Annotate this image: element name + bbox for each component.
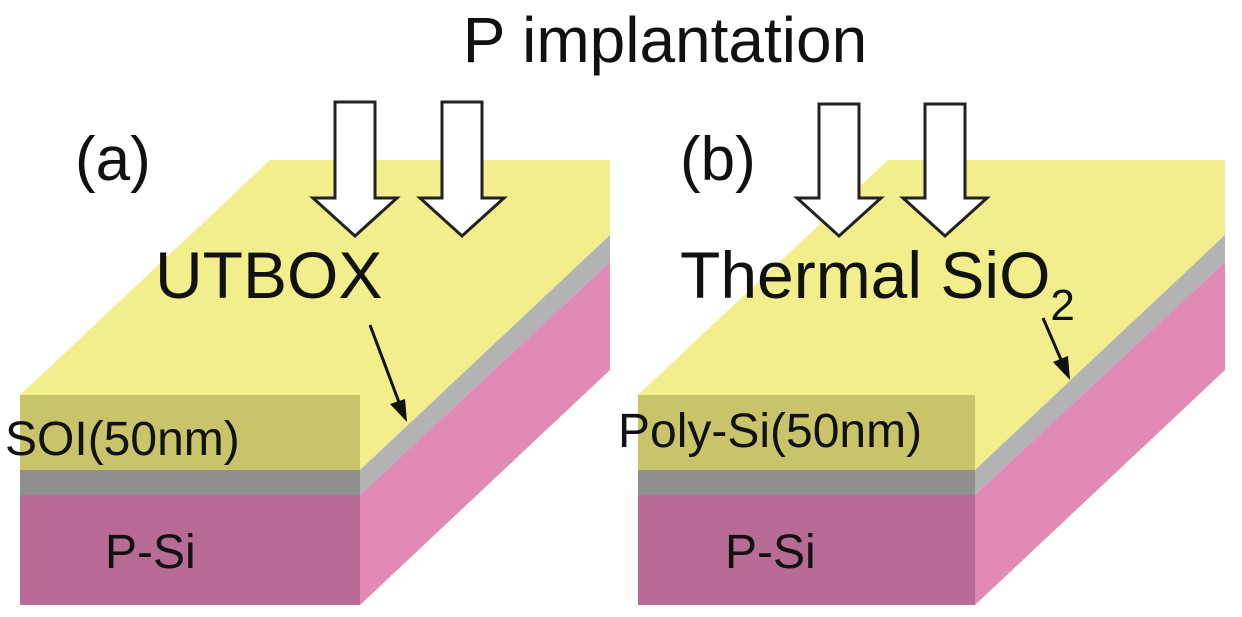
layer-label-main: Thermal SiO: [680, 238, 1050, 312]
implant-arrow-icon: [416, 100, 508, 239]
substrate-label: P-Si: [105, 526, 196, 579]
box-side-face: [360, 235, 610, 495]
layer-label: Thermal SiO2: [680, 238, 1075, 330]
substrate-front-face: [20, 495, 360, 605]
implant-arrow-icon: [793, 102, 885, 239]
poly-front-face: [638, 395, 975, 470]
device-layer-label: SOI(50nm): [5, 413, 240, 466]
substrate-label: P-Si: [725, 526, 816, 579]
diagram-title: P implantation: [463, 4, 867, 76]
oxide-front-face: [638, 470, 975, 495]
implant-arrow-icon: [899, 102, 991, 239]
panel-a: (a) UTBOX SOI(50nm) P-Si: [5, 100, 610, 605]
substrate-side-face: [975, 262, 1225, 605]
pointer-arrow-icon: [368, 324, 402, 406]
poly-top-face: [638, 160, 1225, 395]
poly-side-face: [975, 160, 1225, 470]
box-front-face: [20, 470, 360, 495]
soi-side-face: [360, 160, 610, 470]
panel-label: (a): [75, 125, 151, 194]
layer-label-subscript: 2: [1050, 281, 1074, 330]
panel-b: (b) Thermal SiO2 Poly-Si(50nm) P-Si: [618, 102, 1225, 605]
implant-arrow-icon: [309, 100, 401, 239]
device-layer-label: Poly-Si(50nm): [618, 405, 922, 458]
layer-label: UTBOX: [155, 238, 382, 312]
substrate-side-face: [360, 262, 610, 605]
panel-label: (b): [680, 125, 756, 194]
pointer-arrowhead-icon: [390, 399, 407, 422]
oxide-side-face: [975, 235, 1225, 495]
pointer-arrowhead-icon: [1053, 356, 1070, 380]
pointer-arrow-icon: [1041, 317, 1064, 363]
substrate-front-face: [638, 495, 975, 605]
soi-front-face: [20, 395, 360, 470]
